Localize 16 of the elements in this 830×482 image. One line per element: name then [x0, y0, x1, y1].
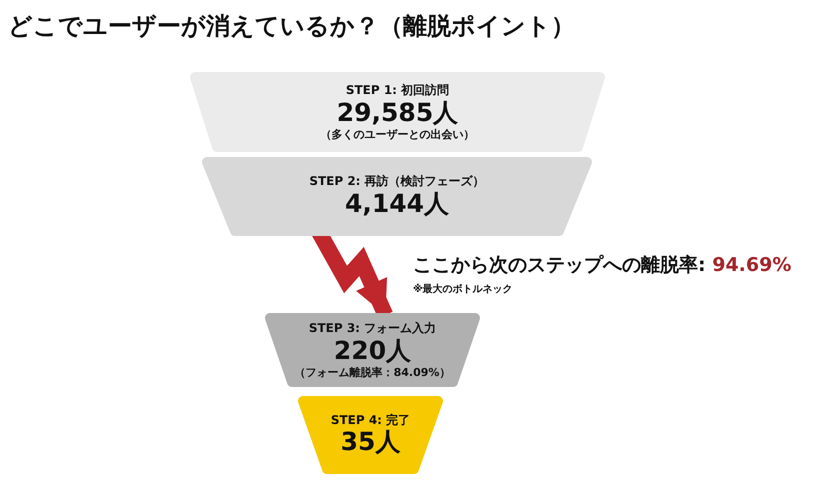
funnel-stage	[298, 396, 443, 474]
stage-label: STEP 1: 初回訪問	[346, 83, 450, 98]
stage-count: 29,585人	[336, 98, 458, 128]
stage-label: STEP 2: 再訪（検討フェーズ）	[309, 174, 485, 189]
heading: どこでユーザーが消えているか？（離脱ポイント）	[8, 11, 575, 42]
stage-count: 4,144人	[344, 188, 450, 219]
funnel-stage	[265, 313, 480, 387]
funnel-stage	[202, 157, 592, 236]
stage-count: 220人	[334, 336, 412, 366]
stage-label: STEP 3: フォーム入力	[308, 321, 436, 336]
note-text: ※最大のボトルネック	[413, 282, 513, 296]
stage-note: （フォーム離脱率：84.09%）	[294, 366, 450, 379]
stage-count: 35人	[340, 427, 400, 458]
callout-text: ここから次のステップへの離脱率: 94.69%	[413, 253, 792, 278]
stage-note: （多くのユーザーとの出会い）	[320, 128, 474, 141]
stage-label: STEP 4: 完了	[330, 412, 410, 428]
